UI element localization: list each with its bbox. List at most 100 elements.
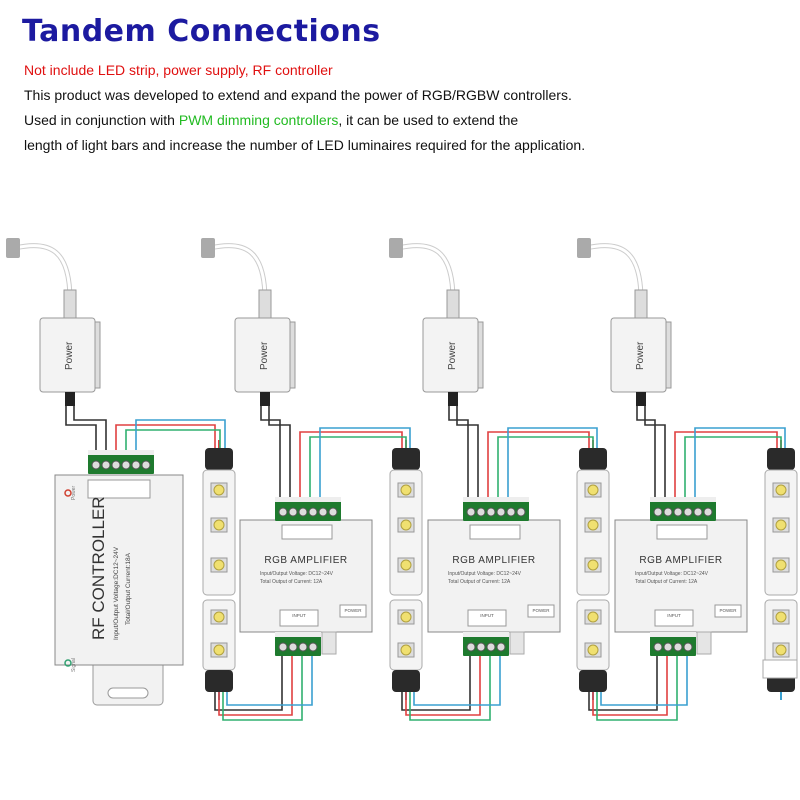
ac-cable	[14, 243, 73, 301]
led-icon	[587, 519, 599, 531]
terminal-label-plate	[281, 524, 333, 540]
rf-controller-box	[54, 474, 184, 666]
terminal-screw	[663, 507, 673, 517]
terminal-label-plate	[469, 524, 521, 540]
ac-cable	[585, 243, 644, 301]
led-icon	[213, 484, 225, 496]
led-icon	[587, 611, 599, 623]
wire	[507, 427, 598, 497]
rf-voltage-spec: Input/Output Voltage:DC12~24V	[113, 546, 120, 640]
led-strip	[202, 440, 236, 700]
rf-controller-name: RF CONTROLLER	[89, 496, 108, 640]
input-label: INPUT	[292, 613, 306, 618]
amplifier-input-terminal	[463, 632, 509, 656]
input-label: INPUT	[480, 613, 494, 618]
input-label: INPUT	[667, 613, 681, 618]
terminal-screw	[466, 507, 476, 517]
ac-cable	[209, 243, 268, 301]
wire	[319, 427, 411, 497]
wire	[218, 655, 293, 716]
ac-cable	[397, 243, 456, 301]
terminal-screw	[466, 642, 476, 652]
power-supply-label: Power	[635, 341, 646, 370]
power-label-plate	[339, 604, 367, 618]
terminal-block	[275, 632, 321, 656]
ac-cable	[209, 244, 267, 301]
led-icon	[775, 644, 787, 656]
cable-strain-relief	[634, 289, 648, 319]
led-strip	[576, 440, 610, 700]
wire	[644, 406, 666, 497]
signal-led-icon	[64, 659, 72, 667]
terminal-screw	[308, 642, 318, 652]
power-supply-side	[477, 321, 484, 389]
amplifier-name: RGB AMPLIFIER	[452, 555, 535, 566]
input-label-plate	[279, 609, 319, 627]
led-icon	[587, 484, 599, 496]
amplifier-current-spec: Total Output of Current: 12A	[260, 579, 323, 585]
terminal-screw	[653, 642, 663, 652]
power-label: POWER	[719, 608, 737, 613]
wire	[214, 655, 283, 711]
terminal-screw	[328, 507, 338, 517]
terminal-screw	[486, 642, 496, 652]
plug-icon	[6, 238, 20, 258]
description-line-2: Used in conjunction with PWM dimming con…	[24, 112, 518, 128]
wire	[413, 655, 501, 706]
wire	[125, 429, 221, 450]
led-icon	[400, 519, 412, 531]
terminal-screw	[496, 642, 506, 652]
plug-icon	[389, 238, 403, 258]
led-icon	[400, 644, 412, 656]
page-title: Tandem Connections	[22, 14, 381, 49]
cable-strain-relief	[63, 289, 77, 319]
dc-output-cable	[260, 392, 270, 406]
amplifier-input-terminal	[650, 632, 696, 656]
terminal-screw	[131, 460, 141, 470]
led-icon	[400, 484, 412, 496]
terminal-screw	[278, 642, 288, 652]
terminal-screw	[278, 507, 288, 517]
terminal-block	[650, 632, 696, 656]
power-supply: Power	[201, 238, 296, 406]
terminal-screw	[476, 642, 486, 652]
wire	[268, 406, 291, 497]
terminal-screw	[663, 642, 673, 652]
wire	[592, 655, 668, 716]
terminal-screw	[318, 507, 328, 517]
plug-icon	[577, 238, 591, 258]
wire	[260, 406, 281, 497]
terminal-screw	[673, 642, 683, 652]
pwm-highlight: PWM dimming controllers	[178, 112, 339, 128]
terminal-screw	[506, 507, 516, 517]
terminal-screw	[288, 507, 298, 517]
wire	[222, 655, 303, 721]
ac-cable	[14, 244, 72, 301]
led-icon	[400, 559, 412, 571]
strip-connector-top	[205, 448, 233, 470]
terminal-screw	[703, 507, 713, 517]
amplifier-bracket	[509, 631, 525, 655]
terminal-screw	[121, 460, 131, 470]
power-label: POWER	[344, 608, 362, 613]
strip-connector-bottom	[392, 670, 420, 692]
power-supply-side	[94, 321, 101, 389]
cable-strain-relief	[258, 289, 272, 319]
strip-connector-top	[392, 448, 420, 470]
terminal-screw	[673, 507, 683, 517]
terminal-top	[88, 450, 154, 455]
amplifier-output-terminal	[650, 497, 716, 521]
led-icon	[775, 611, 787, 623]
terminal-screw	[308, 507, 318, 517]
input-label-plate	[467, 609, 507, 627]
wire	[487, 431, 590, 497]
amplifier-name: RGB AMPLIFIER	[639, 555, 722, 566]
led-icon	[775, 484, 787, 496]
terminal-label-plate	[656, 524, 708, 540]
led-icon	[400, 611, 412, 623]
amplifier-output-terminal	[463, 497, 529, 521]
dc-output-cable	[448, 392, 458, 406]
wire	[65, 406, 97, 450]
